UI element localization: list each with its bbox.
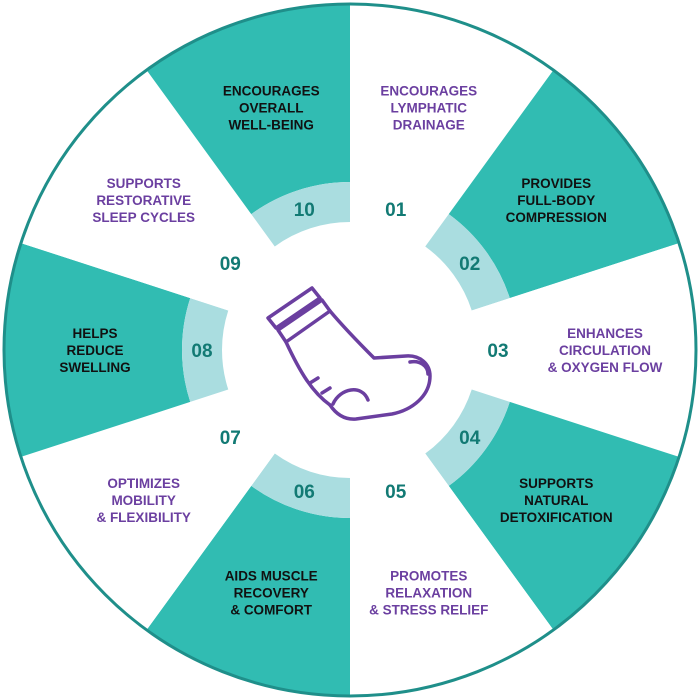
segment-3-label-line: CIRCULATION <box>559 343 651 358</box>
segment-2-label-line: FULL-BODY <box>517 193 595 208</box>
segment-5-label-line: & STRESS RELIEF <box>369 603 488 618</box>
segment-8-outer <box>3 243 191 457</box>
segment-6-label: AIDS MUSCLE RECOVERY & COMFORT <box>225 569 318 618</box>
segment-4-label-line: DETOXIFICATION <box>500 510 613 525</box>
segment-1-label-line: DRAINAGE <box>393 117 465 132</box>
segment-2-label-line: PROVIDES <box>521 176 591 191</box>
segment-8-label-line: SWELLING <box>59 360 130 375</box>
segment-1-number: 01 <box>385 200 407 221</box>
segment-10-outer <box>146 4 350 215</box>
segment-10-label-line: ENCOURAGES <box>223 83 320 98</box>
segment-5-label-line: PROMOTES <box>390 569 467 584</box>
segment-2-label-line: COMPRESSION <box>506 210 607 225</box>
segment-5 <box>350 453 554 696</box>
segment-10-label: ENCOURAGES OVERALL WELL-BEING <box>223 83 320 132</box>
segment-10-inner <box>251 182 350 247</box>
segment-7-label-line: & FLEXIBILITY <box>96 510 191 525</box>
segment-3 <box>471 243 696 457</box>
segment-1-label-line: ENCOURAGES <box>380 83 477 98</box>
segment-8-number: 08 <box>191 341 212 362</box>
segment-8-label: HELPS REDUCE SWELLING <box>59 326 130 375</box>
segment-7-label-line: MOBILITY <box>111 493 176 508</box>
segment-9-label-line: SLEEP CYCLES <box>92 210 195 225</box>
labels-layer: ENCOURAGES LYMPHATIC DRAINAGE 01 PROVIDES FUL… <box>59 83 662 617</box>
segment-1 <box>350 4 554 247</box>
segment-2-inner <box>425 214 510 311</box>
segment-6-label-line: & COMFORT <box>230 603 312 618</box>
segment-6-label-line: AIDS MUSCLE <box>225 569 318 584</box>
segment-6-number: 06 <box>294 482 315 503</box>
segment-9-number: 09 <box>220 254 241 275</box>
segment-5-number: 05 <box>385 482 407 503</box>
segment-5-label-line: RELAXATION <box>385 586 472 601</box>
segment-7-label-line: OPTIMIZES <box>107 476 180 491</box>
segment-5-label: PROMOTES RELAXATION & STRESS RELIEF <box>369 569 488 618</box>
segment-6-inner <box>251 453 350 518</box>
segment-4-label: SUPPORTS NATURAL DETOXIFICATION <box>500 476 613 525</box>
segment-3-number: 03 <box>487 341 508 362</box>
segment-9-label-line: SUPPORTS <box>107 176 181 191</box>
segments-layer <box>3 4 696 696</box>
segment-10-number: 10 <box>294 200 315 221</box>
segment-10-label-line: OVERALL <box>239 100 304 115</box>
segment-6-label-line: RECOVERY <box>234 586 309 601</box>
segment-4-label-line: NATURAL <box>524 493 588 508</box>
segment-9-label-line: RESTORATIVE <box>96 193 191 208</box>
segment-10-label-line: WELL-BEING <box>228 117 314 132</box>
segment-8-label-line: REDUCE <box>66 343 123 358</box>
segment-1-label: ENCOURAGES LYMPHATIC DRAINAGE <box>380 83 477 132</box>
segment-6-outer <box>146 485 350 696</box>
segment-7-label: OPTIMIZES MOBILITY & FLEXIBILITY <box>96 476 191 525</box>
segment-4-label-line: SUPPORTS <box>519 476 593 491</box>
segment-2-number: 02 <box>459 254 480 275</box>
segment-3-label: ENHANCES CIRCULATION & OXYGEN FLOW <box>548 326 663 375</box>
segment-9-label: SUPPORTS RESTORATIVE SLEEP CYCLES <box>92 176 195 225</box>
segment-8-inner <box>181 298 229 402</box>
segment-3-label-line: & OXYGEN FLOW <box>548 360 663 375</box>
segment-4-outer <box>448 401 680 630</box>
segment-7-number: 07 <box>220 428 241 449</box>
segment-1-label-line: LYMPHATIC <box>391 100 468 115</box>
segment-3-label-line: ENHANCES <box>567 326 643 341</box>
compression-boot-icon <box>266 286 432 421</box>
segment-2-label: PROVIDES FULL-BODY COMPRESSION <box>506 176 607 225</box>
segment-4-inner <box>425 389 510 486</box>
segment-2-outer <box>448 70 680 299</box>
segment-8-label-line: HELPS <box>72 326 117 341</box>
segment-4-number: 04 <box>459 428 481 449</box>
